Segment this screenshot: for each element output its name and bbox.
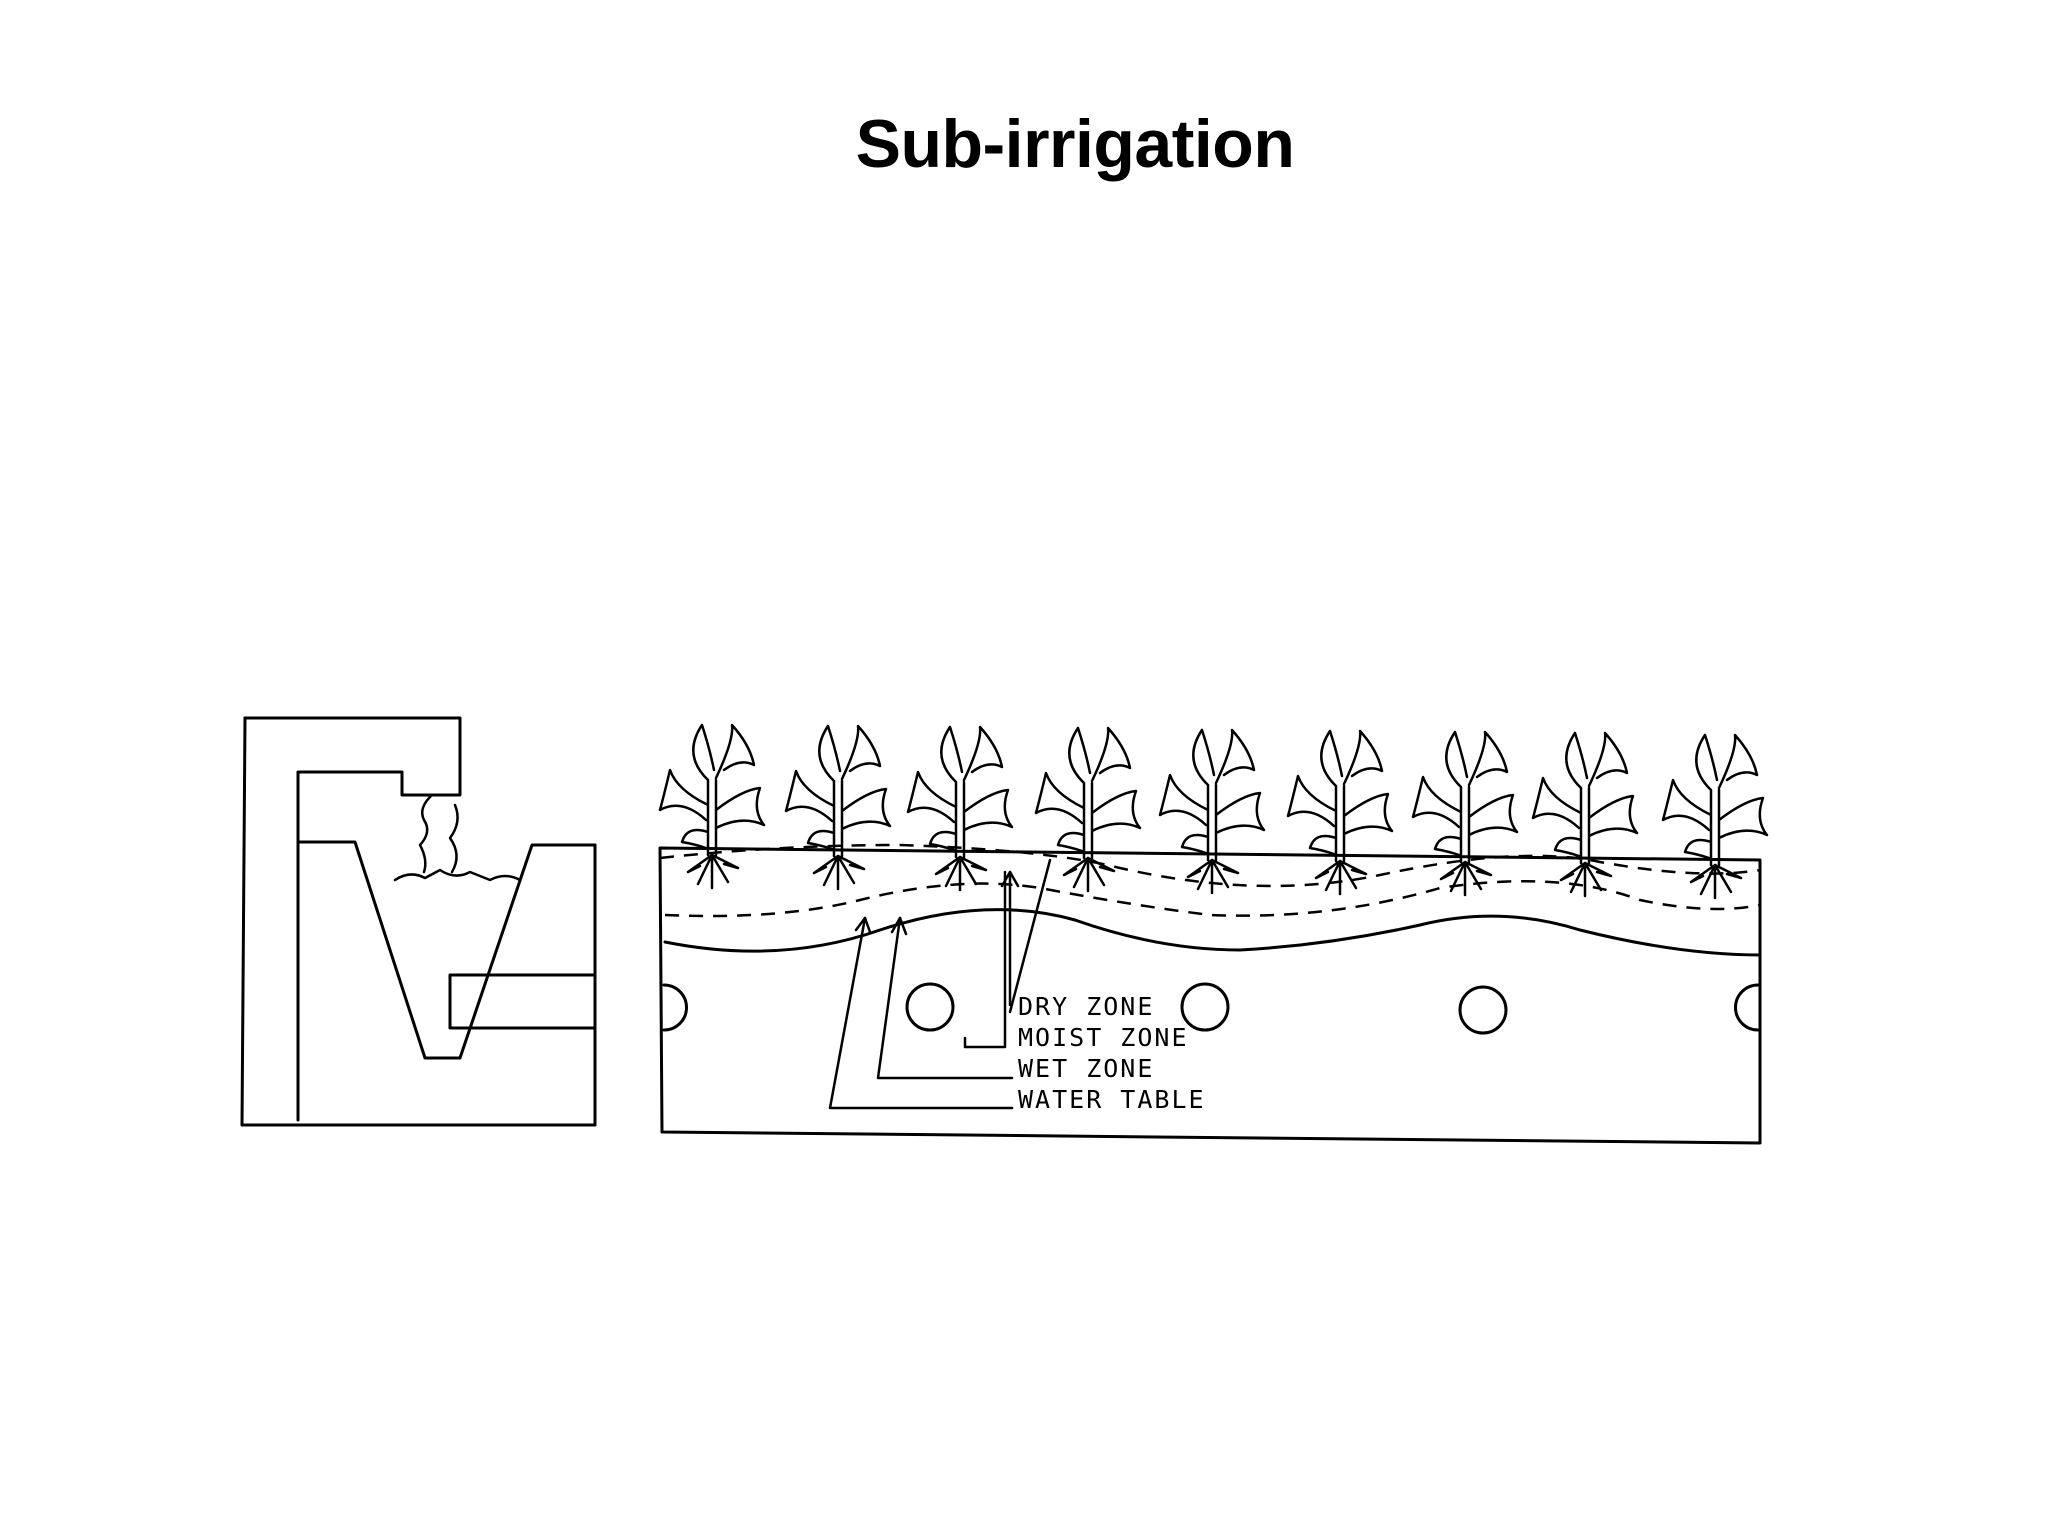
crop-plant-outline xyxy=(1531,731,1639,898)
drain-pipe xyxy=(905,982,955,1032)
crop-plant-outline xyxy=(1661,733,1769,900)
crop-plant xyxy=(906,725,1014,892)
drain-pipes xyxy=(662,982,1760,1035)
crop-plant-outline xyxy=(1158,728,1266,895)
crop-plant xyxy=(1661,733,1769,900)
crop-plant xyxy=(658,723,766,890)
wet-zone-label: WET ZONE xyxy=(1018,1054,1154,1083)
slide-title: Sub-irrigation xyxy=(855,106,1295,182)
crop-plant-outline xyxy=(1034,726,1142,893)
crop-plant-outline xyxy=(658,723,766,890)
crop-plant xyxy=(1411,730,1519,897)
crop-plant xyxy=(1286,729,1394,896)
supply-ditch-cross-section xyxy=(240,716,597,1127)
crop-plants xyxy=(658,723,1769,900)
moist-zone-label: MOIST ZONE xyxy=(1018,1023,1189,1052)
drain-pipe xyxy=(1180,982,1230,1032)
drain-pipe xyxy=(1458,985,1508,1035)
crop-plant xyxy=(1158,728,1266,895)
crop-plant xyxy=(784,724,892,891)
drain-pipe xyxy=(1734,983,1760,1032)
crop-plant-outline xyxy=(906,725,1014,892)
drain-pipe xyxy=(662,983,688,1032)
dry-zone-label: DRY ZONE xyxy=(1018,992,1154,1021)
crop-plant xyxy=(1034,726,1142,893)
crop-plant xyxy=(1531,731,1639,898)
water-table-label: WATER TABLE xyxy=(1018,1085,1206,1114)
water-table-line xyxy=(663,908,1762,957)
field-surface xyxy=(658,846,1762,1145)
dry-zone-boundary xyxy=(659,843,1761,888)
label-leaders xyxy=(828,858,1052,1110)
crop-plant-outline xyxy=(784,724,892,891)
field-cross-section: DRY ZONE MOIST ZONE WET ZONE WATER TABLE xyxy=(658,723,1769,1145)
moist-zone-boundary xyxy=(664,880,1761,918)
crop-plant-outline xyxy=(1286,729,1394,896)
crop-plant-outline xyxy=(1411,730,1519,897)
